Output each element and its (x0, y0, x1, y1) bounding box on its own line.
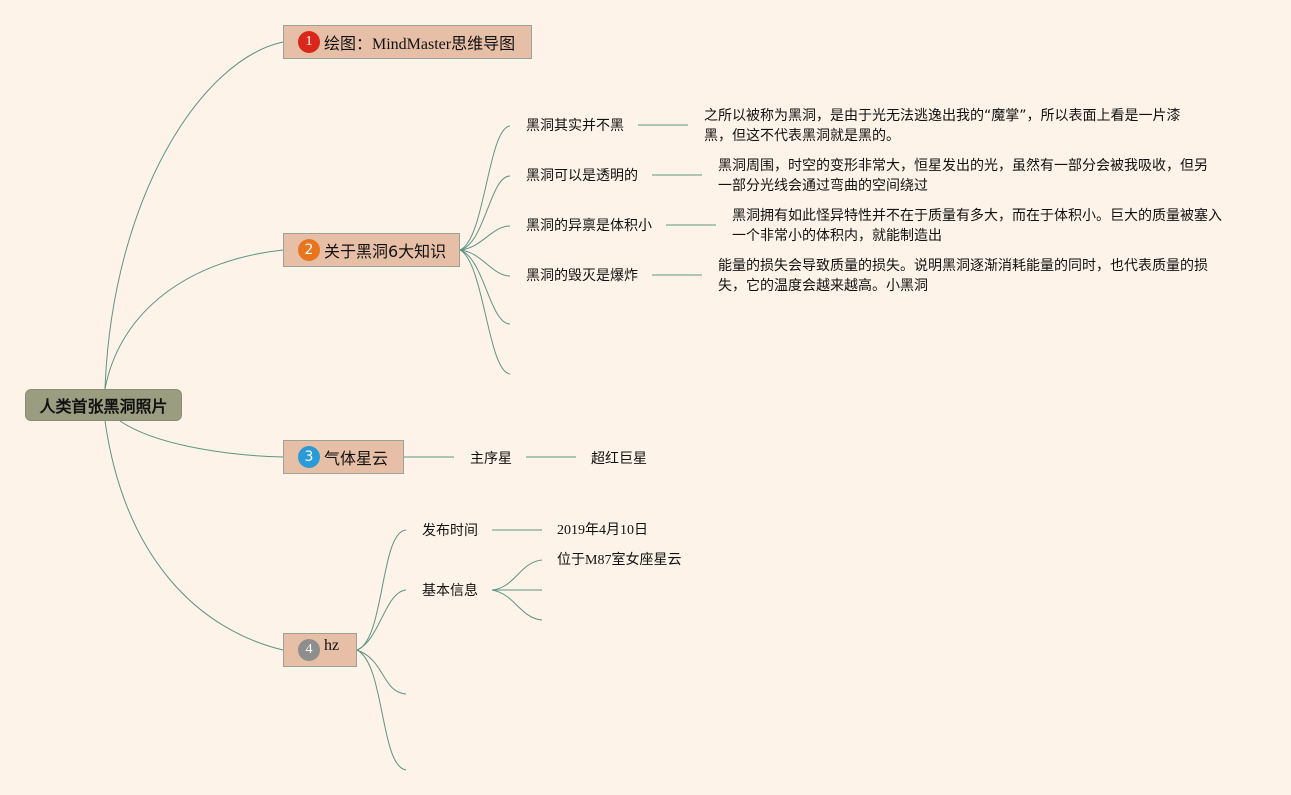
subtopic-transparent[interactable]: 黑洞可以是透明的 (526, 168, 638, 184)
number-3-icon: 3 (298, 446, 320, 468)
link-t2-c3 (459, 225, 511, 251)
topic-drawing-tool[interactable]: 1 绘图：MindMaster思维导图 (283, 25, 532, 59)
topic-label: 绘图：MindMaster思维导图 (324, 36, 516, 53)
number-1-icon: 1 (298, 31, 320, 53)
link-t2-c5 (459, 249, 511, 325)
link-t4-c4 (356, 649, 407, 771)
link-t4-c2 (356, 589, 407, 651)
subtopic-not-black[interactable]: 黑洞其实并不黑 (526, 118, 624, 134)
subtopic-release-time[interactable]: 发布时间 (422, 523, 478, 539)
link-t2-c6 (459, 249, 511, 375)
release-date-value[interactable]: 2019年4月10日 (557, 523, 648, 538)
topic-blackhole-facts[interactable]: 2 关于黑洞6大知识 (283, 233, 460, 267)
link-t2-c1 (459, 125, 511, 251)
topic-label: 气体星云 (324, 449, 389, 468)
root-topic-label: 人类首张黑洞照片 (39, 397, 168, 416)
number-2-icon: 2 (298, 239, 320, 261)
subtopic-explosion[interactable]: 黑洞的毁灭是爆炸 (526, 268, 638, 284)
link-t2-c2 (459, 175, 511, 251)
link-root-topic3 (119, 420, 284, 458)
link-t4-c3 (356, 649, 407, 695)
link-root-topic1 (104, 41, 284, 390)
note-explosion: 能量的损失会导致质量的损失。说明黑洞逐渐消耗能量的同时，也代表质量的损失，它的温… (718, 258, 1208, 294)
note-transparent: 黑洞周围，时空的变形非常大，恒星发出的光，虽然有一部分会被我吸收，但另一部分光线… (718, 158, 1208, 194)
link-t4-c1 (356, 529, 407, 651)
link-root-topic2 (104, 249, 284, 390)
subtopic-small-volume[interactable]: 黑洞的异禀是体积小 (526, 218, 652, 234)
link-root-topic4 (104, 420, 284, 651)
root-topic[interactable]: 人类首张黑洞照片 (25, 389, 182, 421)
location-value[interactable]: 位于M87室女座星云 (557, 553, 682, 568)
link-info-value (491, 559, 543, 591)
subtopic-basic-info[interactable]: 基本信息 (422, 583, 478, 599)
topic-gas-nebula[interactable]: 3 气体星云 (283, 440, 404, 474)
link-info-blank2 (491, 589, 543, 621)
subtopic-red-supergiant[interactable]: 超红巨星 (591, 451, 647, 467)
note-small-volume: 黑洞拥有如此怪异特性并不在于质量有多大，而在于体积小。巨大的质量被塞入一个非常小… (732, 208, 1222, 244)
topic-label: 关于黑洞6大知识 (324, 242, 447, 261)
number-4-icon: 4 (298, 639, 320, 661)
link-t2-c4 (459, 249, 511, 277)
subtopic-main-sequence[interactable]: 主序星 (470, 451, 512, 467)
note-not-black: 之所以被称为黑洞，是由于光无法逃逸出我的“魔掌”，所以表面上看是一片漆黑，但这不… (704, 108, 1181, 144)
topic-label: hz (324, 637, 340, 654)
topic-hz[interactable]: 4 hz (283, 633, 357, 667)
